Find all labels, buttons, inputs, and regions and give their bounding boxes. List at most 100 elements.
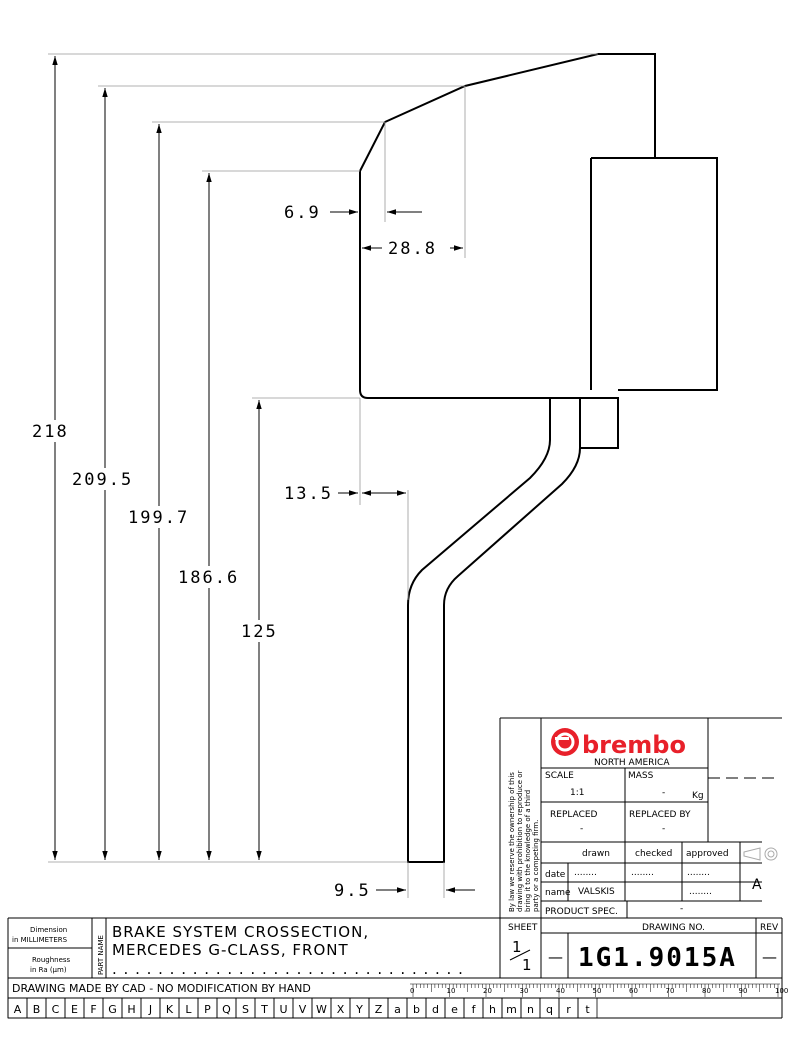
- grid-letter: f: [472, 1003, 477, 1016]
- ruler-label: 0: [410, 987, 414, 995]
- extension-lines: [48, 53, 598, 898]
- rev-mark: A: [752, 877, 762, 893]
- scale-label: SCALE: [545, 771, 574, 781]
- drawing-no-label: DRAWING NO.: [642, 923, 705, 933]
- date-drawn: ........: [574, 868, 597, 878]
- grid-letter: L: [185, 1003, 192, 1016]
- grid-letter: X: [337, 1003, 345, 1016]
- grid-letter: q: [546, 1003, 553, 1016]
- product-spec-label: PRODUCT SPEC.: [545, 907, 618, 917]
- grid-letter: Q: [222, 1003, 231, 1016]
- grid-letter: T: [260, 1003, 268, 1016]
- mass-label: MASS: [628, 771, 654, 781]
- sheet-total: 1: [522, 956, 533, 974]
- grid-letter: S: [242, 1003, 249, 1016]
- brand-subtitle: NORTH AMERICA: [594, 758, 670, 768]
- dimension-label-2: in MILLIMETERS: [12, 936, 68, 944]
- grid-letter: r: [566, 1003, 571, 1016]
- roughness-label-1: Roughness: [32, 956, 71, 964]
- part-name-dots: . . . . . . . . . . . . . . . . . . . . …: [112, 960, 464, 978]
- dim-9-5: 9.5: [334, 881, 371, 901]
- sheet-label: SHEET: [508, 923, 538, 933]
- grid-letter: E: [71, 1003, 78, 1016]
- grid-letter: U: [279, 1003, 287, 1016]
- approved-label: approved: [686, 849, 729, 859]
- ruler-label: 10: [447, 987, 456, 995]
- part-name-line-1: BRAKE SYSTEM CROSSECTION,: [112, 923, 369, 941]
- dim-209-5: 209.5: [72, 470, 133, 490]
- mass-unit: Kg: [692, 791, 704, 801]
- grid-letter: n: [527, 1003, 534, 1016]
- disclaimer-line-2: drawing with prohibition to reproduce or: [516, 770, 524, 912]
- vertical-dimension-lines: [52, 56, 262, 860]
- rev-label: REV: [760, 923, 779, 933]
- date-label: date: [545, 870, 566, 880]
- rev-value: —: [762, 948, 778, 966]
- projection-symbol-icon: [743, 847, 778, 861]
- dim-199-7: 199.7: [128, 508, 189, 528]
- grid-letter: K: [166, 1003, 174, 1016]
- horizontal-dimension-lines: [330, 209, 475, 893]
- grid-letter: F: [90, 1003, 96, 1016]
- date-approved: ........: [687, 868, 710, 878]
- cad-note: DRAWING MADE BY CAD - NO MODIFICATION BY…: [12, 982, 311, 995]
- grid-letter: t: [585, 1003, 590, 1016]
- grid-letter: a: [394, 1003, 401, 1016]
- checked-label: checked: [635, 849, 672, 859]
- date-checked: ........: [631, 868, 654, 878]
- replaced-label: REPLACED: [550, 810, 598, 820]
- grid-letter: J: [148, 1003, 152, 1016]
- part-name-line-2: MERCEDES G-CLASS, FRONT: [112, 941, 349, 959]
- drawn-label: drawn: [582, 849, 610, 859]
- scale-ruler-ticks: [412, 984, 779, 997]
- ruler-label: 50: [593, 987, 602, 995]
- ruler-label: 40: [556, 987, 565, 995]
- grid-letter: W: [316, 1003, 327, 1016]
- grid-letter: A: [14, 1003, 22, 1016]
- ruler-label: 30: [520, 987, 529, 995]
- ruler-label: 20: [483, 987, 492, 995]
- disclaimer-line-3: bring it to the knowledge of a third: [524, 790, 532, 912]
- ruler-label: 60: [629, 987, 638, 995]
- part-name-label: PART NAME: [97, 935, 105, 975]
- grid-letter: H: [127, 1003, 135, 1016]
- ruler-label: 80: [702, 987, 711, 995]
- dim-28-8: 28.8: [388, 239, 437, 259]
- scale-value: 1:1: [570, 788, 584, 798]
- grid-letter: b: [413, 1003, 420, 1016]
- dim-218: 218: [32, 422, 69, 442]
- ruler-label: 100: [775, 987, 788, 995]
- mass-value: -: [662, 788, 665, 798]
- name-drawn: VALSKIS: [578, 887, 615, 897]
- grid-letter: d: [432, 1003, 439, 1016]
- grid-letter: V: [299, 1003, 307, 1016]
- grid-letter: m: [506, 1003, 517, 1016]
- roughness-label-2: in Ra (µm): [30, 966, 67, 974]
- grid-letter: Y: [355, 1003, 363, 1016]
- grid-letter: h: [489, 1003, 496, 1016]
- disclaimer-line-4: party or a competing firm.: [532, 820, 540, 912]
- product-spec-value: -: [680, 904, 683, 914]
- dim-186-6: 186.6: [178, 568, 239, 588]
- sheet-number: 1: [512, 938, 523, 956]
- name-label: name: [545, 888, 571, 898]
- replaced-value: -: [580, 824, 583, 834]
- sheet-dash: —: [548, 948, 564, 966]
- grid-letter: P: [204, 1003, 211, 1016]
- drawing-number: 1G1.9015A: [578, 943, 737, 973]
- ruler-label: 70: [666, 987, 675, 995]
- grid-letter: B: [33, 1003, 41, 1016]
- grid-letter: Z: [375, 1003, 383, 1016]
- replaced-by-label: REPLACED BY: [629, 810, 691, 820]
- grid-cell: [577, 997, 598, 1019]
- ruler-label: 90: [739, 987, 748, 995]
- replaced-by-value: -: [662, 824, 665, 834]
- name-approved: ........: [689, 887, 712, 897]
- dim-125: 125: [241, 622, 278, 642]
- grid-letter: G: [108, 1003, 117, 1016]
- dimension-label-1: Dimension: [30, 926, 67, 934]
- brembo-logo: brembo NORTH AMERICA: [551, 728, 686, 768]
- grid-letter: e: [451, 1003, 458, 1016]
